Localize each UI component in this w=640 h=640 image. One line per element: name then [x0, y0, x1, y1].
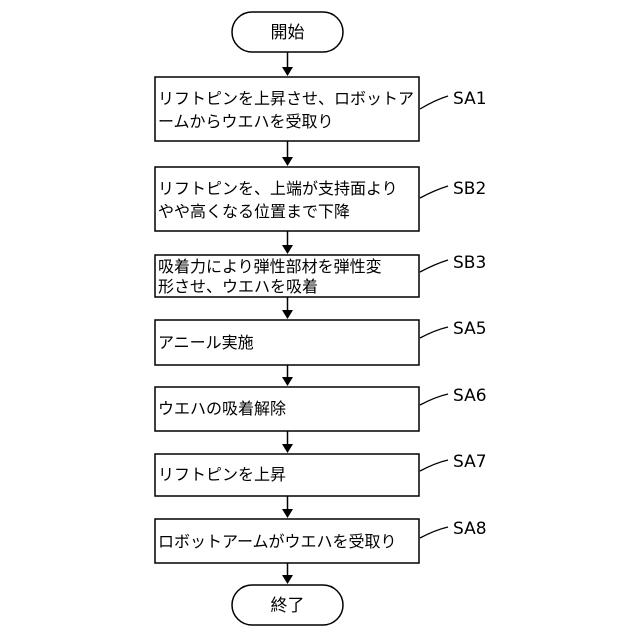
end-label: 終了 [271, 596, 305, 616]
step-id-sa7: SA7 [453, 452, 487, 472]
step-id-sb3: SB3 [453, 253, 486, 273]
step-id-sa6: SA6 [453, 386, 487, 406]
arrowhead-6 [282, 509, 293, 518]
step-id-sb2: SB2 [453, 179, 486, 199]
step-sb3-line1: 吸着力により弾性部材を弾性変 [158, 257, 382, 276]
step-sa7-line1: リフトピンを上昇 [158, 465, 286, 484]
step-id-sa1: SA1 [453, 89, 487, 109]
step-box-sa1 [155, 77, 419, 141]
step-id-sa8: SA8 [453, 519, 487, 539]
step-sa5-line1: アニール実施 [158, 333, 254, 352]
step-sb2-line2: やや高くなる位置まで下降 [158, 202, 350, 221]
leader-line-sb2 [420, 186, 448, 198]
arrowhead-end [282, 575, 293, 584]
arrowhead-4 [282, 377, 293, 386]
step-sa8-line1: ロボットアームがウエハを受取り [158, 532, 397, 551]
leader-line-sa6 [420, 394, 448, 405]
arrowhead-5 [282, 444, 293, 453]
step-sa1-line1: リフトピンを上昇させ、ロボットア [158, 89, 414, 108]
step-sb2-line1: リフトピンを、上端が支持面より [158, 179, 398, 198]
arrowhead-1 [282, 157, 293, 166]
leader-line-sa8 [420, 527, 448, 538]
leader-line-sa1 [420, 96, 448, 109]
arrowhead-2 [282, 245, 293, 254]
leader-line-sb3 [420, 260, 448, 272]
arrowhead-3 [282, 310, 293, 319]
arrowhead-start [282, 67, 293, 76]
leader-line-sa5 [420, 327, 448, 338]
step-sa6-line1: ウエハの吸着解除 [158, 399, 286, 418]
start-label: 開始 [271, 23, 305, 43]
step-sa1-line2: ームからウエハを受取り [158, 112, 334, 131]
step-id-sa5: SA5 [453, 319, 487, 339]
step-sb3-line2: 形させ、ウエハを吸着 [158, 277, 318, 296]
leader-line-sa7 [420, 460, 448, 471]
step-box-sb2 [155, 167, 419, 231]
